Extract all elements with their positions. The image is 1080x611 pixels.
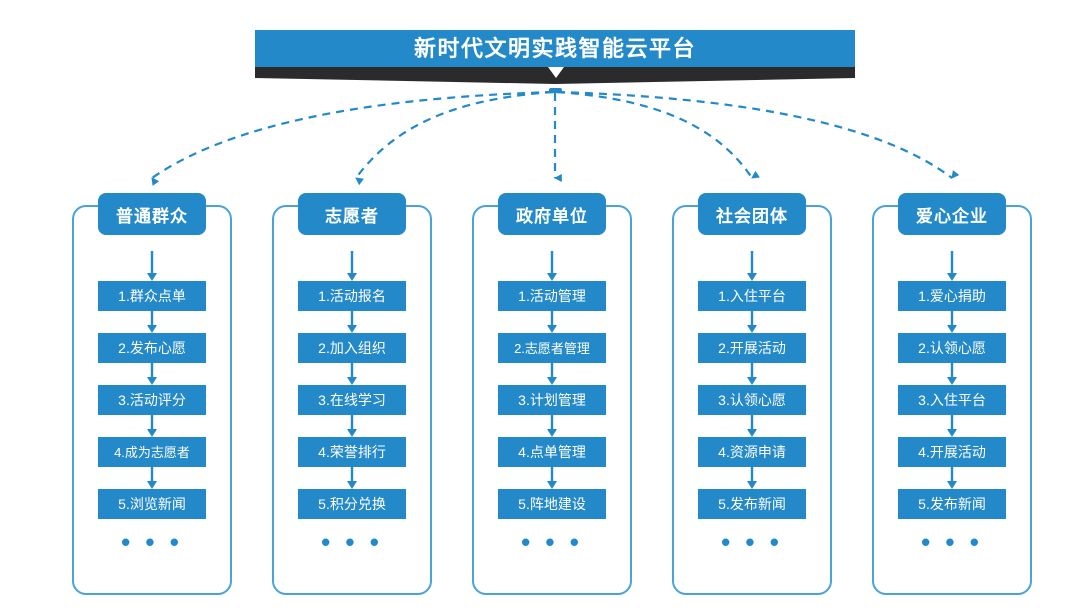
step-item[interactable]: 5.发布新闻 bbox=[898, 489, 1006, 519]
column-steps: 1.活动报名 2.加入组织 3.在线学习 4.荣誉排行 5.积分兑换 • • • bbox=[272, 251, 432, 557]
step-item[interactable]: 2.加入组织 bbox=[298, 333, 406, 363]
column-steps: 1.爱心捐助 2.认领心愿 3.入住平台 4.开展活动 5.发布新闻 • • • bbox=[872, 251, 1032, 557]
arrow-down-icon bbox=[946, 415, 958, 437]
step-item[interactable]: 3.在线学习 bbox=[298, 385, 406, 415]
step-label: 4.开展活动 bbox=[918, 444, 986, 460]
step-label: 2.开展活动 bbox=[718, 340, 786, 356]
step-label: 1.入住平台 bbox=[718, 288, 786, 304]
step-label: 4.点单管理 bbox=[518, 444, 586, 460]
page-title: 新时代文明实践智能云平台 bbox=[413, 35, 696, 61]
step-label: 3.活动评分 bbox=[118, 392, 186, 408]
platform-banner: 新时代文明实践智能云平台 bbox=[0, 0, 1080, 96]
step-item[interactable]: 4.开展活动 bbox=[898, 437, 1006, 467]
column-header-social-group[interactable]: 社会团体 bbox=[698, 193, 806, 235]
step-item[interactable]: 1.入住平台 bbox=[698, 281, 806, 311]
arrow-down-icon bbox=[346, 311, 358, 333]
step-label: 2.加入组织 bbox=[318, 340, 386, 356]
step-item[interactable]: 4.点单管理 bbox=[498, 437, 606, 467]
step-item[interactable]: 4.资源申请 bbox=[698, 437, 806, 467]
arrow-down-icon bbox=[746, 311, 758, 333]
arrow-down-icon bbox=[146, 467, 158, 489]
role-column-social-group: 社会团体 1.入住平台 2.开展活动 3.认领心愿 4.资源申请 5.发布新闻 • • • bbox=[672, 193, 832, 595]
more-items-ellipsis[interactable]: • • • bbox=[721, 527, 783, 557]
arrow-down-icon bbox=[346, 251, 358, 281]
arrow-down-icon bbox=[546, 311, 558, 333]
step-item[interactable]: 3.入住平台 bbox=[898, 385, 1006, 415]
step-label: 2.志愿者管理 bbox=[514, 340, 590, 356]
arrow-down-icon bbox=[546, 251, 558, 281]
arrow-down-icon bbox=[946, 251, 958, 281]
arrow-down-icon bbox=[346, 415, 358, 437]
arrow-down-icon bbox=[146, 363, 158, 385]
step-item[interactable]: 5.发布新闻 bbox=[698, 489, 806, 519]
step-item[interactable]: 2.志愿者管理 bbox=[498, 333, 606, 363]
step-item[interactable]: 2.认领心愿 bbox=[898, 333, 1006, 363]
step-label: 5.积分兑换 bbox=[318, 496, 386, 512]
step-label: 3.计划管理 bbox=[518, 392, 586, 408]
column-steps: 1.入住平台 2.开展活动 3.认领心愿 4.资源申请 5.发布新闻 • • • bbox=[672, 251, 832, 557]
arrow-down-icon bbox=[546, 363, 558, 385]
role-column-ordinary-public: 普通群众 1.群众点单 2.发布心愿 3.活动评分 4.成为志愿者 5.浏览新闻 • • • bbox=[72, 193, 232, 595]
more-items-ellipsis[interactable]: • • • bbox=[921, 527, 983, 557]
step-item[interactable]: 1.爱心捐助 bbox=[898, 281, 1006, 311]
step-label: 3.入住平台 bbox=[918, 392, 986, 408]
step-label: 4.成为志愿者 bbox=[114, 444, 190, 460]
step-label: 5.阵地建设 bbox=[518, 496, 586, 512]
step-item[interactable]: 4.成为志愿者 bbox=[98, 437, 206, 467]
column-header-government-unit[interactable]: 政府单位 bbox=[498, 193, 606, 235]
arrow-down-icon bbox=[146, 311, 158, 333]
step-item[interactable]: 1.活动管理 bbox=[498, 281, 606, 311]
column-header-charity-enterprise[interactable]: 爱心企业 bbox=[898, 193, 1006, 235]
arrow-down-icon bbox=[346, 363, 358, 385]
arrow-down-icon bbox=[746, 467, 758, 489]
arrow-down-icon bbox=[546, 415, 558, 437]
step-label: 3.在线学习 bbox=[318, 392, 386, 408]
arrow-down-icon bbox=[146, 415, 158, 437]
role-column-government-unit: 政府单位 1.活动管理 2.志愿者管理 3.计划管理 4.点单管理 5.阵地建设 • • • bbox=[472, 193, 632, 595]
step-label: 4.资源申请 bbox=[718, 444, 786, 460]
arrow-down-icon bbox=[346, 467, 358, 489]
step-item[interactable]: 1.活动报名 bbox=[298, 281, 406, 311]
more-items-ellipsis[interactable]: • • • bbox=[321, 527, 383, 557]
more-items-ellipsis[interactable]: • • • bbox=[521, 527, 583, 557]
column-header-ordinary-public[interactable]: 普通群众 bbox=[98, 193, 206, 235]
arrow-down-icon bbox=[946, 311, 958, 333]
role-column-volunteer: 志愿者 1.活动报名 2.加入组织 3.在线学习 4.荣誉排行 5.积分兑换 • • • bbox=[272, 193, 432, 595]
role-column-charity-enterprise: 爱心企业 1.爱心捐助 2.认领心愿 3.入住平台 4.开展活动 5.发布新闻 • • • bbox=[872, 193, 1032, 595]
step-item[interactable]: 2.发布心愿 bbox=[98, 333, 206, 363]
step-label: 5.浏览新闻 bbox=[118, 496, 186, 512]
step-item[interactable]: 2.开展活动 bbox=[698, 333, 806, 363]
step-item[interactable]: 5.积分兑换 bbox=[298, 489, 406, 519]
column-header-volunteer[interactable]: 志愿者 bbox=[298, 193, 406, 235]
arrow-down-icon bbox=[746, 251, 758, 281]
arrow-down-icon bbox=[946, 363, 958, 385]
step-label: 4.荣誉排行 bbox=[318, 444, 386, 460]
step-label: 1.活动报名 bbox=[318, 288, 386, 304]
step-label: 2.发布心愿 bbox=[118, 340, 186, 356]
step-item[interactable]: 3.计划管理 bbox=[498, 385, 606, 415]
arrow-down-icon bbox=[546, 467, 558, 489]
caret-down-icon bbox=[548, 66, 564, 78]
step-label: 1.群众点单 bbox=[118, 288, 186, 304]
column-steps: 1.活动管理 2.志愿者管理 3.计划管理 4.点单管理 5.阵地建设 • • • bbox=[472, 251, 632, 557]
step-item[interactable]: 5.阵地建设 bbox=[498, 489, 606, 519]
step-label: 1.爱心捐助 bbox=[918, 288, 986, 304]
arrow-down-icon bbox=[746, 415, 758, 437]
column-steps: 1.群众点单 2.发布心愿 3.活动评分 4.成为志愿者 5.浏览新闻 • • • bbox=[72, 251, 232, 557]
more-items-ellipsis[interactable]: • • • bbox=[121, 527, 183, 557]
step-item[interactable]: 3.活动评分 bbox=[98, 385, 206, 415]
step-label: 5.发布新闻 bbox=[718, 496, 786, 512]
step-item[interactable]: 5.浏览新闻 bbox=[98, 489, 206, 519]
arrow-down-icon bbox=[146, 251, 158, 281]
step-label: 2.认领心愿 bbox=[918, 340, 986, 356]
banner-bar: 新时代文明实践智能云平台 bbox=[255, 30, 855, 67]
step-item[interactable]: 1.群众点单 bbox=[98, 281, 206, 311]
step-label: 5.发布新闻 bbox=[918, 496, 986, 512]
arrow-down-icon bbox=[746, 363, 758, 385]
arrow-down-icon bbox=[946, 467, 958, 489]
step-label: 1.活动管理 bbox=[518, 288, 586, 304]
step-label: 3.认领心愿 bbox=[718, 392, 786, 408]
step-item[interactable]: 3.认领心愿 bbox=[698, 385, 806, 415]
step-item[interactable]: 4.荣誉排行 bbox=[298, 437, 406, 467]
